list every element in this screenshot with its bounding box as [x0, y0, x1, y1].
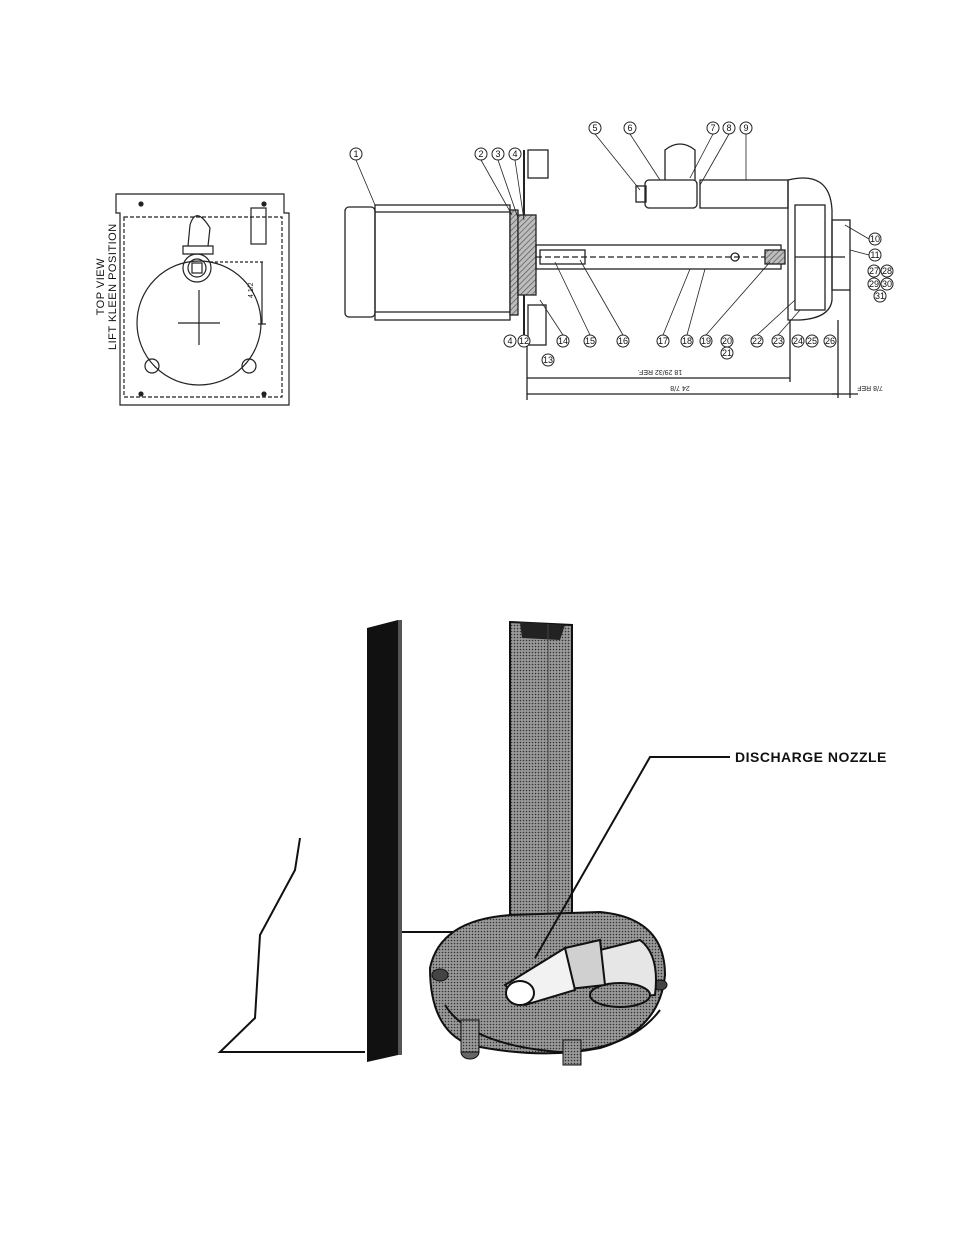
callout-16: 16 [617, 335, 629, 347]
callout-4: 4 [509, 148, 521, 160]
svg-text:1: 1 [353, 149, 358, 159]
callout-15: 15 [584, 335, 596, 347]
svg-text:23: 23 [773, 336, 783, 346]
svg-text:31: 31 [875, 291, 885, 301]
svg-text:10: 10 [870, 234, 880, 244]
svg-text:14: 14 [558, 336, 568, 346]
svg-text:9: 9 [743, 123, 748, 133]
pump-column [510, 622, 572, 940]
callout-18: 18 [681, 335, 693, 347]
svg-text:2: 2 [478, 149, 483, 159]
callout-28: 28 [881, 265, 893, 277]
svg-text:25: 25 [807, 336, 817, 346]
callout-6: 6 [624, 122, 636, 134]
callout-7: 7 [707, 122, 719, 134]
callout-22: 22 [751, 335, 763, 347]
svg-text:22: 22 [752, 336, 762, 346]
callout-13: 13 [542, 354, 554, 366]
callout-24: 24 [792, 335, 804, 347]
callout-25: 25 [806, 335, 818, 347]
callout-2: 2 [475, 148, 487, 160]
dim-18-29-32: 18 29/32 REF. [638, 368, 682, 375]
callout-4-lower: 4 [504, 335, 516, 347]
callout-20: 20 [721, 335, 733, 347]
svg-text:21: 21 [722, 348, 732, 358]
svg-text:3: 3 [495, 149, 500, 159]
motor-body [375, 205, 510, 320]
callout-19: 19 [700, 335, 712, 347]
callout-9: 9 [740, 122, 752, 134]
svg-text:4: 4 [512, 149, 517, 159]
leader-lines [356, 134, 869, 335]
callout-10: 10 [869, 233, 881, 245]
svg-text:8: 8 [726, 123, 731, 133]
svg-text:11: 11 [870, 250, 879, 260]
svg-text:16: 16 [618, 336, 628, 346]
svg-text:27: 27 [869, 266, 879, 276]
svg-text:7: 7 [710, 123, 715, 133]
pump-assembly [345, 144, 858, 400]
svg-text:4 1/2: 4 1/2 [248, 282, 255, 298]
top-view-plate: 4 1/2 [116, 194, 289, 405]
callout-3: 3 [492, 148, 504, 160]
svg-text:17: 17 [658, 336, 668, 346]
svg-text:5: 5 [592, 123, 597, 133]
callout-1: 1 [350, 148, 362, 160]
callout-5: 5 [589, 122, 601, 134]
callout-21: 21 [721, 347, 733, 359]
svg-text:19: 19 [701, 336, 711, 346]
callout-12: 12 [518, 335, 530, 347]
svg-text:18: 18 [682, 336, 692, 346]
motor-endcap [345, 207, 375, 317]
callout-30: 30 [881, 278, 893, 290]
callout-11: 11 [869, 249, 881, 261]
callout-17: 17 [657, 335, 669, 347]
svg-text:12: 12 [519, 336, 529, 346]
callout-8: 8 [723, 122, 735, 134]
dimension-labels: 18 29/32 REF. 24 7/8 7/8 REF [638, 368, 883, 391]
callout-14: 14 [557, 335, 569, 347]
svg-text:26: 26 [825, 336, 835, 346]
dim-24-7-8: 24 7/8 [670, 384, 690, 391]
callout-27: 27 [868, 265, 880, 277]
svg-text:15: 15 [585, 336, 595, 346]
dim-7-8-ref: 7/8 REF [857, 384, 883, 391]
svg-text:13: 13 [543, 355, 553, 365]
svg-text:4: 4 [507, 336, 512, 346]
svg-text:28: 28 [882, 266, 892, 276]
callout-23: 23 [772, 335, 784, 347]
svg-text:24: 24 [793, 336, 803, 346]
callout-29: 29 [868, 278, 880, 290]
callout-26: 26 [824, 335, 836, 347]
svg-text:20: 20 [722, 336, 732, 346]
callout-31: 31 [874, 290, 886, 302]
discharge-nozzle-label: DISCHARGE NOZZLE [735, 749, 887, 765]
svg-text:29: 29 [869, 279, 879, 289]
callouts: 1 2 3 4 5 6 7 8 9 10 11 4 12 13 14 15 16… [350, 122, 893, 366]
svg-text:6: 6 [627, 123, 632, 133]
svg-text:30: 30 [882, 279, 892, 289]
